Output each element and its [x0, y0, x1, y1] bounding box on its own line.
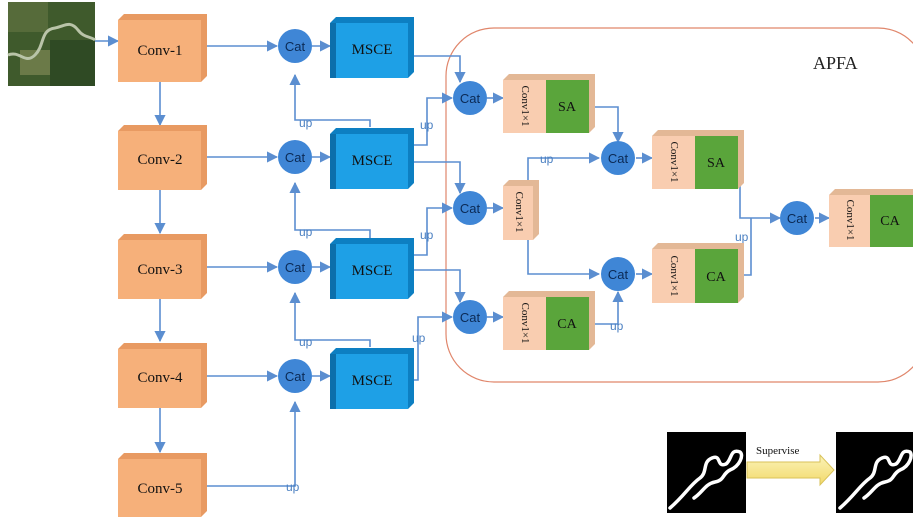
svg-text:Cat: Cat: [285, 150, 306, 165]
up-label-7: up: [412, 331, 426, 345]
encoder-label-5: Conv-5: [138, 481, 183, 497]
up-label-5: up: [420, 118, 434, 132]
apfa-cat-node-3: Cat: [453, 300, 487, 334]
svg-text:SA: SA: [707, 156, 726, 171]
cat-node-1: Cat: [278, 29, 312, 63]
svg-text:MSCE: MSCE: [352, 42, 393, 58]
ground-truth-mask-image: [836, 432, 913, 513]
up-label-9: up: [610, 319, 624, 333]
supervise-arrow: [746, 453, 835, 487]
cat-node-4: Cat: [278, 359, 312, 393]
svg-text:Cat: Cat: [285, 369, 306, 384]
apfa-conv-sa-block-2: Conv1×1 SA: [652, 130, 744, 189]
apfa-cat-node-4: Cat: [601, 141, 635, 175]
supervise-label: Supervise: [756, 445, 800, 457]
svg-text:CA: CA: [706, 270, 726, 285]
svg-text:Conv1×1: Conv1×1: [513, 191, 525, 232]
apfa-cat-node-2: Cat: [453, 191, 487, 225]
up-label-2: up: [299, 225, 313, 239]
svg-text:Cat: Cat: [608, 267, 629, 282]
msce-block-2: MSCE: [330, 128, 414, 189]
apfa-cat-node-1: Cat: [453, 81, 487, 115]
msce-block-1: MSCE: [330, 17, 414, 78]
cat-node-2: Cat: [278, 140, 312, 174]
connections: [95, 35, 831, 487]
svg-text:Cat: Cat: [460, 310, 481, 325]
encoder-block-1: Conv-1: [118, 14, 207, 82]
up-label-10: up: [735, 230, 749, 244]
msce-block-4: MSCE: [330, 348, 414, 409]
apfa-title: APFA: [813, 53, 858, 73]
cat-node-3: Cat: [278, 250, 312, 284]
svg-text:SA: SA: [558, 100, 577, 115]
svg-text:Conv1×1: Conv1×1: [668, 141, 680, 182]
apfa-conv-ca-block-2: Conv1×1 CA: [652, 243, 744, 303]
encoder-label-4: Conv-4: [138, 370, 184, 386]
apfa-conv-sa-block-1: Conv1×1 SA: [503, 74, 595, 133]
up-label-1: up: [299, 116, 313, 130]
up-label-3: up: [299, 335, 313, 349]
up-label-6: up: [420, 228, 434, 242]
svg-text:Conv1×1: Conv1×1: [844, 199, 856, 240]
svg-text:Conv1×1: Conv1×1: [519, 302, 531, 343]
svg-text:MSCE: MSCE: [352, 153, 393, 169]
svg-text:MSCE: MSCE: [352, 373, 393, 389]
svg-text:Cat: Cat: [285, 39, 306, 54]
input-satellite-image: [7, 2, 96, 86]
svg-text:CA: CA: [880, 214, 900, 229]
encoder-block-3: Conv-3: [118, 234, 207, 299]
svg-text:Conv1×1: Conv1×1: [668, 255, 680, 296]
svg-text:Cat: Cat: [460, 91, 481, 106]
encoder-block-4: Conv-4: [118, 343, 207, 408]
apfa-cat-node-5: Cat: [601, 257, 635, 291]
apfa-conv-ca-block-1: Conv1×1 CA: [503, 291, 595, 350]
prediction-mask-image: [667, 432, 746, 513]
up-label-8: up: [540, 152, 554, 166]
svg-text:Conv1×1: Conv1×1: [519, 85, 531, 126]
encoder-label-2: Conv-2: [138, 152, 183, 168]
encoder-label-1: Conv-1: [138, 43, 183, 59]
encoder-block-5: Conv-5: [118, 453, 207, 517]
msce-block-3: MSCE: [330, 238, 414, 299]
encoder-label-3: Conv-3: [138, 262, 183, 278]
up-label-4: up: [286, 480, 300, 494]
svg-text:Cat: Cat: [608, 151, 629, 166]
apfa-conv-ca-block-final: Conv1×1 CA: [829, 189, 913, 247]
apfa-conv-block-mid: Conv1×1: [503, 180, 539, 240]
svg-text:Cat: Cat: [285, 260, 306, 275]
svg-text:Cat: Cat: [787, 211, 808, 226]
svg-text:Cat: Cat: [460, 201, 481, 216]
svg-text:CA: CA: [557, 317, 577, 332]
apfa-cat-node-6: Cat: [780, 201, 814, 235]
encoder-block-2: Conv-2: [118, 125, 207, 190]
svg-text:MSCE: MSCE: [352, 263, 393, 279]
